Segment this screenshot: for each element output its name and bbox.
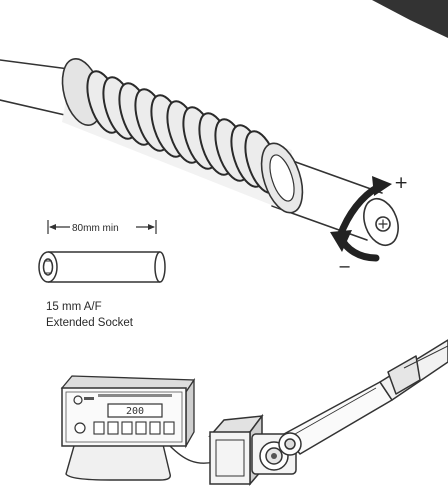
minus-sign: − bbox=[338, 257, 351, 276]
coil-spring bbox=[61, 58, 304, 214]
display-value: 200 bbox=[126, 406, 144, 417]
meter-display bbox=[107, 403, 163, 418]
extended-socket bbox=[38, 251, 166, 283]
torque-meter: 200 bbox=[60, 375, 196, 449]
torque-wrench bbox=[278, 339, 448, 456]
socket-label-size: 15 mm A/F bbox=[46, 301, 102, 313]
brand-logo-icon bbox=[73, 395, 83, 405]
dimension-label: 80mm min bbox=[72, 223, 119, 234]
meter-buttons bbox=[93, 421, 175, 435]
meter-cable bbox=[169, 445, 215, 464]
corner-shading bbox=[372, 0, 448, 38]
dimension-line bbox=[47, 220, 157, 234]
socket-label-type: Extended Socket bbox=[46, 317, 134, 329]
power-knob-icon bbox=[74, 422, 86, 434]
plus-sign: + bbox=[394, 173, 408, 193]
rotation-arrow bbox=[330, 176, 392, 262]
